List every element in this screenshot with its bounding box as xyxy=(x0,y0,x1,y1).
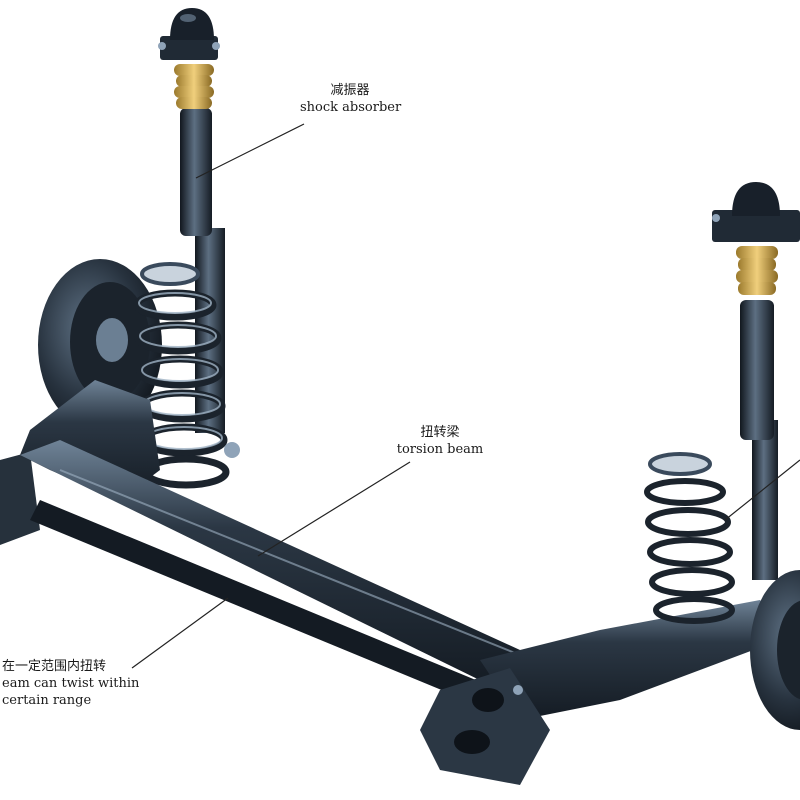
torsion-beam xyxy=(20,440,521,710)
shock-absorber-label-zh: 减振器 xyxy=(330,83,370,98)
torsion-beam-label-zh: 扭转梁 xyxy=(420,425,460,440)
leader-lines xyxy=(131,123,800,669)
twist-note-label-en1: eam can twist within xyxy=(2,676,140,691)
twist-note-label: 在一定范围内扭转 eam can twist within certain ra… xyxy=(2,658,139,709)
right-brake-drum xyxy=(750,570,800,730)
shock-absorber-label: 减振器 shock absorber xyxy=(300,82,402,116)
torsion-beam-label-en: torsion beam xyxy=(396,442,484,457)
left-brake-drum xyxy=(38,259,162,431)
torsion-beam-label: 扭转梁 torsion beam xyxy=(384,424,496,458)
right-coil-spring xyxy=(644,452,735,624)
left-shock-absorber xyxy=(158,8,225,433)
right-shock-absorber xyxy=(712,182,800,580)
twist-note-label-zh: 在一定范围内扭转 xyxy=(2,659,107,674)
right-trailing-arm xyxy=(420,600,780,785)
shock-absorber-label-en: shock absorber xyxy=(300,100,402,115)
twist-note-label-en2: certain range xyxy=(2,693,92,708)
